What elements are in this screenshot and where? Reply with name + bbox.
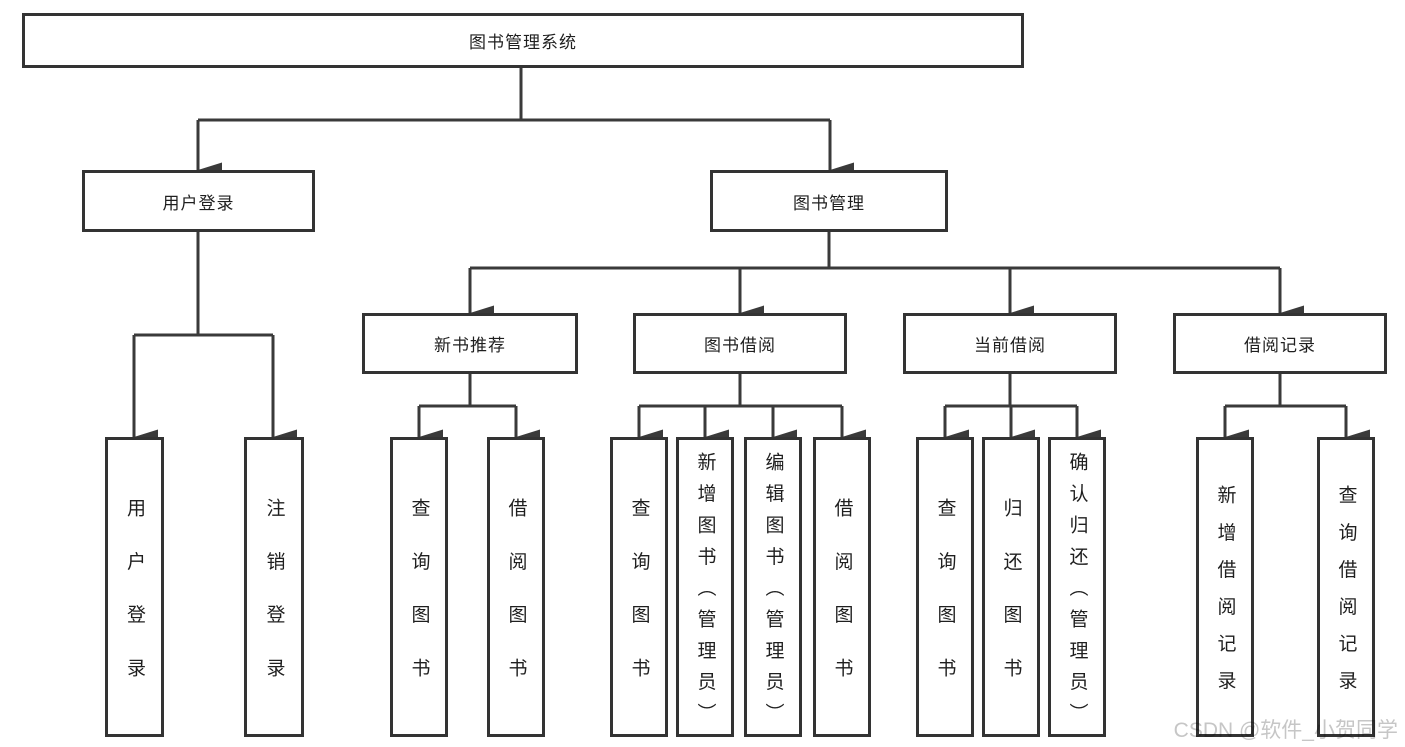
- node-root: 图书管理系统: [22, 13, 1024, 68]
- node-user-login: 用户登录: [82, 170, 315, 232]
- leaf-query-books: 查询图书: [390, 437, 448, 737]
- leaf-query-books: 查询图书: [610, 437, 668, 737]
- node-new-book-recommend: 新书推荐: [362, 313, 578, 374]
- connector-user-login-bus: [134, 232, 273, 337]
- node-borrow-records: 借阅记录: [1173, 313, 1387, 374]
- leaf-return-book: 归还图书: [982, 437, 1040, 737]
- leaf-query-books: 查询图书: [916, 437, 974, 737]
- connector-new-book-recommend-bus: [419, 374, 516, 408]
- connector-root-stem: [198, 66, 830, 122]
- leaf-borrow-books: 借阅图书: [813, 437, 871, 737]
- connector-borrow-records-bus: [1225, 374, 1346, 408]
- connector-book-borrow-bus: [639, 374, 842, 408]
- leaf-confirm-return-admin: 确认归还（管理员）: [1048, 437, 1106, 737]
- leaf-logout: 注销登录: [244, 437, 304, 737]
- leaf-user-login: 用户登录: [105, 437, 164, 737]
- connector-book-management-bus: [470, 232, 1280, 270]
- connector-current-borrow-bus: [945, 374, 1077, 408]
- node-current-borrow: 当前借阅: [903, 313, 1117, 374]
- csdn-watermark: CSDN @软件_小贺同学: [1173, 719, 1398, 742]
- leaf-add-borrow-record: 新增借阅记录: [1196, 437, 1254, 737]
- leaf-edit-book-admin: 编辑图书（管理员）: [744, 437, 802, 737]
- leaf-borrow-books: 借阅图书: [487, 437, 545, 737]
- node-book-management: 图书管理: [710, 170, 948, 232]
- leaf-query-borrow-record: 查询借阅记录: [1317, 437, 1375, 737]
- node-book-borrow: 图书借阅: [633, 313, 847, 374]
- leaf-add-book-admin: 新增图书（管理员）: [676, 437, 734, 737]
